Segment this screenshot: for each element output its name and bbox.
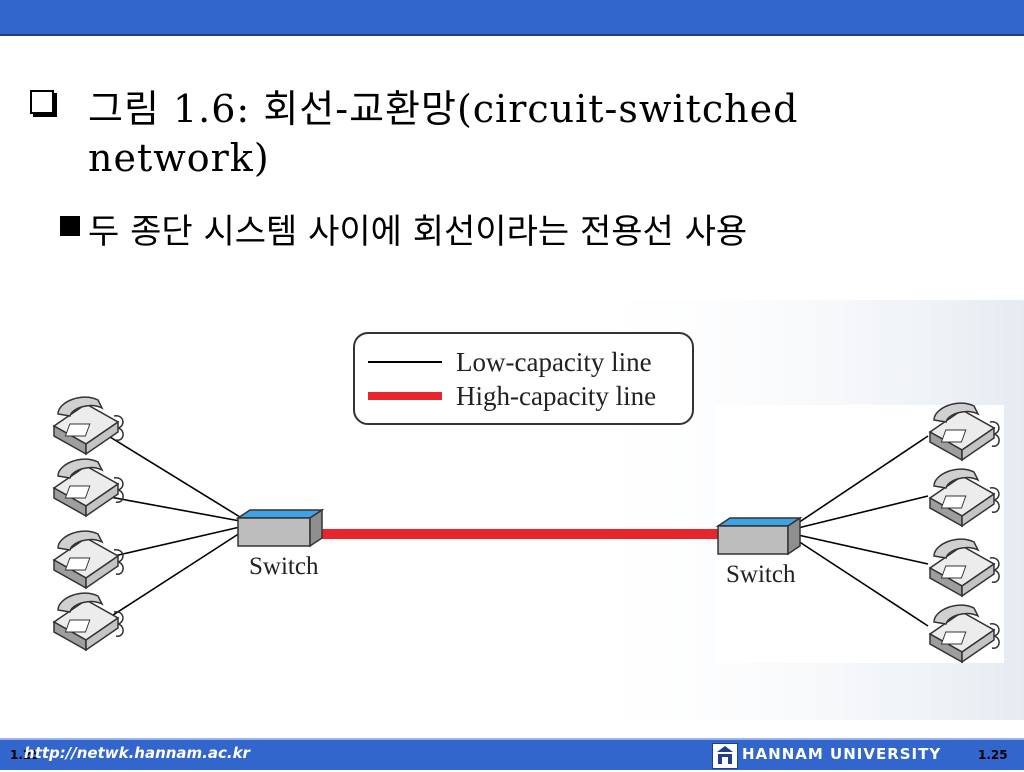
footer-slide-number-left: 1.25 [10,748,40,762]
footer-bar: 1.25 http://netwk.hannam.ac.kr HANNAM UN… [0,738,1024,770]
legend-box: Low-capacity line High-capacity line [353,332,694,425]
sub-bullet-square-icon [60,216,80,236]
telephone-icon [929,402,1000,461]
circuit-switched-diagram: Low-capacity line High-capacity line Swi… [53,332,1000,663]
telephone-icon [929,538,1000,597]
slide-title-line1: 그림 1.6: 회선-교환망(circuit-switched [88,87,799,131]
title-bullet-icon [30,90,54,114]
left-switch-label: Switch [249,553,319,580]
right-switch-icon [715,516,803,556]
top-bar [0,0,1024,36]
university-name: HANNAM UNIVERSITY [742,745,942,763]
slide-title-line2: network) [88,136,270,180]
telephone-icon [53,592,124,651]
telephone-icon [929,468,1000,527]
legend-low-label: Low-capacity line [456,347,652,377]
university-logo-icon [712,743,738,769]
right-switch-label: Switch [726,561,796,588]
footer-url-link[interactable]: http://netwk.hannam.ac.kr [24,744,250,762]
telephone-icon [53,396,124,455]
telephone-icon [53,530,124,589]
right-low-capacity-lines [797,435,929,627]
footer-slide-number-right: 1.25 [978,748,1008,762]
legend-high-label: High-capacity line [456,381,656,411]
left-low-capacity-lines [109,436,241,618]
sub-bullet-text: 두 종단 시스템 사이에 회선이라는 전용선 사용 [88,212,748,252]
telephone-icon [53,458,124,517]
telephone-icon [929,604,1000,663]
left-switch-icon [235,508,325,548]
